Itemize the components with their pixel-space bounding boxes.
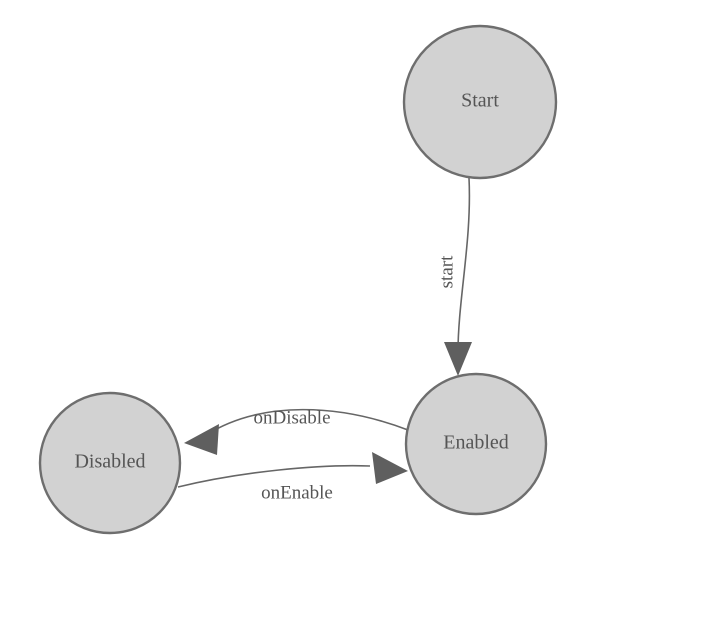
edge-enabled-to-disabled[interactable]: onDisable	[184, 407, 409, 455]
edge-disabled-to-enabled-path	[177, 464, 371, 488]
node-enabled-label: Enabled	[443, 432, 509, 454]
arrow-head-icon	[372, 452, 408, 484]
node-enabled-circle	[404, 372, 548, 516]
edge-disabled-to-enabled[interactable]: onEnable	[177, 452, 408, 503]
node-disabled[interactable]: Disabled	[38, 391, 182, 535]
node-enabled[interactable]: Enabled	[404, 372, 548, 516]
arrow-head-icon	[184, 424, 219, 455]
node-disabled-label: Disabled	[74, 451, 145, 473]
edge-start-to-enabled-path	[457, 177, 471, 353]
edge-enabled-to-disabled-path	[205, 408, 409, 436]
node-disabled-circle	[38, 391, 182, 535]
edge-start-to-enabled[interactable]: start	[436, 177, 472, 376]
edge-label-on-disable: onDisable	[253, 407, 330, 428]
arrow-head-icon	[444, 342, 472, 376]
edge-label-start: start	[436, 255, 457, 288]
node-start-label: Start	[461, 90, 499, 112]
node-start[interactable]: Start	[402, 24, 558, 180]
edge-label-on-enable: onEnable	[261, 482, 333, 503]
node-start-circle	[402, 24, 558, 180]
